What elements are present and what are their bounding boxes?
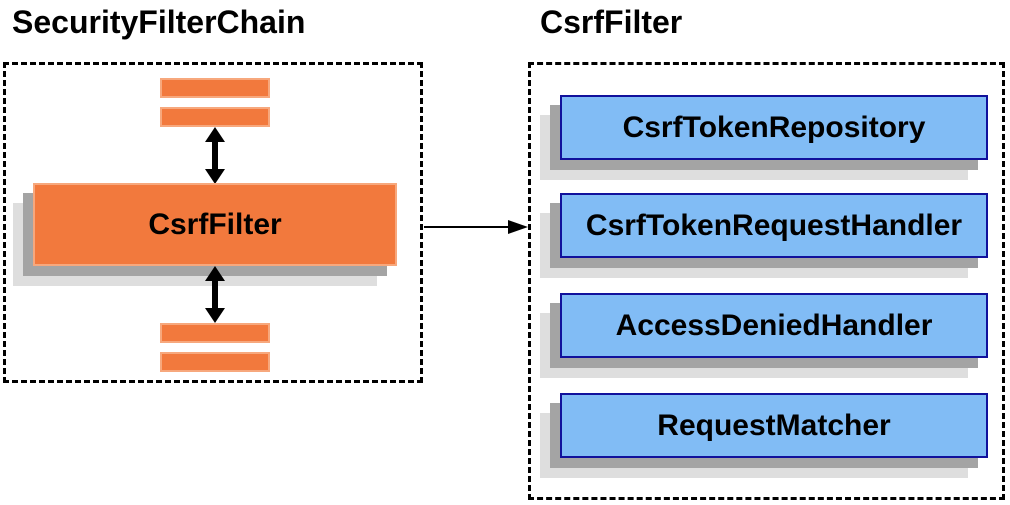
component-node-label: RequestMatcher	[657, 408, 891, 442]
filter-chain-bar	[160, 78, 270, 98]
csrf-filter-node: CsrfFilter	[33, 183, 397, 266]
right-panel-title: CsrfFilter	[540, 4, 683, 40]
component-node-label: AccessDeniedHandler	[615, 308, 933, 342]
bidirectional-arrow-icon	[205, 127, 225, 184]
csrf-filter-container	[528, 62, 1005, 500]
component-node-label: CsrfTokenRepository	[622, 110, 926, 144]
csrf-filter-node-label: CsrfFilter	[148, 207, 282, 241]
bidirectional-arrow-icon	[205, 266, 225, 323]
security-filter-chain-container	[3, 62, 423, 383]
connector-arrow-icon	[424, 220, 528, 234]
component-node-csrf-token-repository: CsrfTokenRepository	[560, 95, 988, 160]
component-node-label: CsrfTokenRequestHandler	[585, 208, 963, 242]
component-node-request-matcher: RequestMatcher	[560, 393, 988, 458]
left-panel-title: SecurityFilterChain	[12, 4, 306, 40]
filter-chain-bar	[160, 107, 270, 127]
component-node-csrf-token-request-handler: CsrfTokenRequestHandler	[560, 193, 988, 258]
component-node-access-denied-handler: AccessDeniedHandler	[560, 293, 988, 358]
filter-chain-bar	[160, 323, 270, 343]
filter-chain-bar	[160, 352, 270, 372]
